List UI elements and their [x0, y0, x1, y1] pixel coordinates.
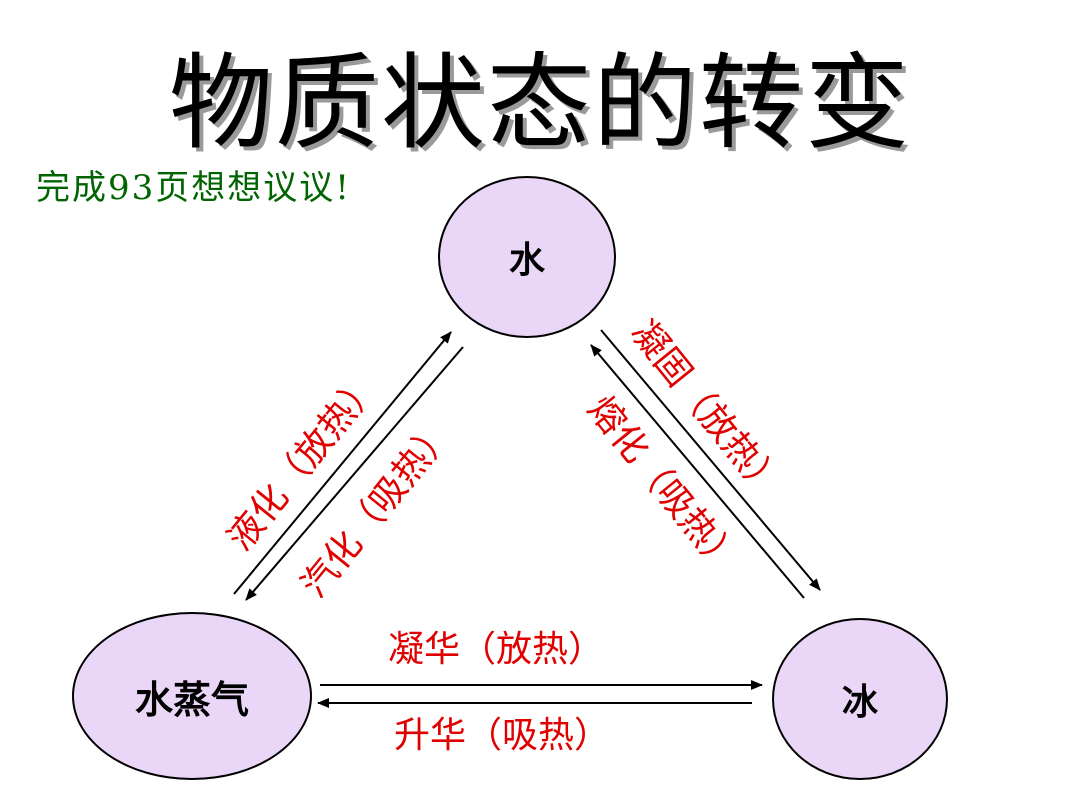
instruction-note: 完成93页想想议议! — [36, 168, 351, 208]
arrow-water-to-steam — [245, 346, 464, 601]
arrow-ice-to-water — [590, 344, 805, 599]
label-deposition: 凝华（放热） — [388, 629, 605, 670]
label-sublimation: 升华（吸热） — [394, 715, 611, 756]
arrow-water-to-ice — [600, 329, 821, 591]
arrow-steam-to-water — [233, 331, 452, 595]
node-water: 水 — [438, 176, 616, 338]
node-ice: 冰 — [772, 618, 948, 780]
slide-title: 物质状态的转变 — [168, 42, 911, 164]
node-steam: 水蒸气 — [72, 612, 312, 780]
